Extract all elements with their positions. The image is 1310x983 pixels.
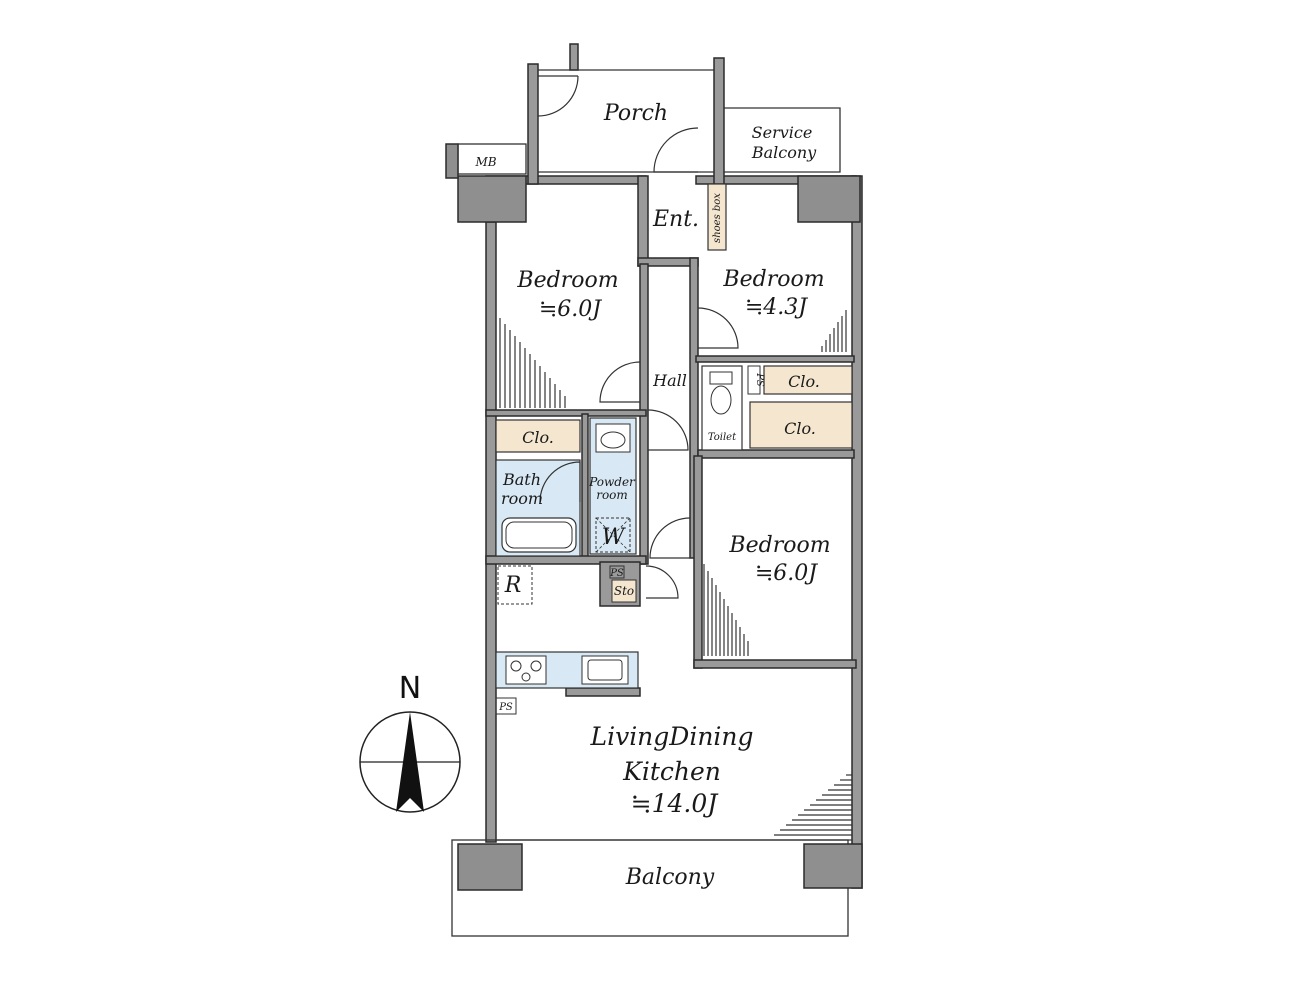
entrance-label: Ent. — [652, 207, 699, 232]
bedroom-b-size: ≒4.3J — [745, 295, 808, 320]
doors — [537, 75, 739, 599]
bathroom-label-1: Bath — [502, 470, 541, 489]
bedroom-c-name: Bedroom — [728, 533, 830, 558]
balcony-label: Balcony — [625, 865, 715, 890]
bedroom-c-size: ≒6.0J — [755, 561, 818, 586]
closets — [495, 183, 853, 603]
shoes-box-label: shoes box — [712, 193, 723, 243]
bedroom-b-name: Bedroom — [722, 267, 824, 292]
compass-label: N — [399, 671, 421, 706]
ps-box — [495, 697, 517, 715]
wet-areas — [495, 365, 743, 689]
pillars — [445, 143, 863, 891]
ps-box — [747, 365, 761, 395]
ldk-label-1: LivingDining — [589, 722, 753, 751]
ps-b-label: PS — [754, 372, 765, 387]
room-labels: Porch Service Balcony MB Ent. shoes box … — [474, 101, 830, 890]
porch-label: Porch — [603, 101, 668, 126]
service-balcony-label-2: Balcony — [751, 143, 817, 162]
washer-label: W — [602, 525, 627, 550]
hall-label: Hall — [652, 371, 687, 390]
refrigerator-label: R — [504, 573, 522, 598]
ps-box — [609, 565, 625, 579]
window-hatching — [499, 310, 852, 836]
closet-b-label: Clo. — [788, 372, 820, 391]
walls — [451, 43, 863, 937]
bedroom-a-size: ≒6.0J — [539, 297, 602, 322]
ps-c-label: PS — [498, 702, 513, 713]
service-balcony-label-1: Service — [752, 123, 813, 142]
mb-label: MB — [474, 155, 496, 169]
refrigerator-space — [497, 565, 533, 605]
north-compass: N — [359, 671, 461, 813]
storage-label: Sto — [614, 584, 634, 598]
ldk-size: ≒14.0J — [631, 789, 720, 818]
bathroom-label-2: room — [501, 489, 543, 508]
ps-a-label: PS — [609, 568, 624, 579]
powder-room-label-1: Powder — [588, 475, 636, 489]
powder-room-label-2: room — [596, 488, 628, 502]
bedroom-a-name: Bedroom — [516, 268, 618, 293]
closet-a-label: Clo. — [522, 428, 554, 447]
toilet-label: Toilet — [708, 432, 737, 443]
closet-c-label: Clo. — [784, 419, 816, 438]
ldk-label-2: Kitchen — [622, 757, 721, 786]
